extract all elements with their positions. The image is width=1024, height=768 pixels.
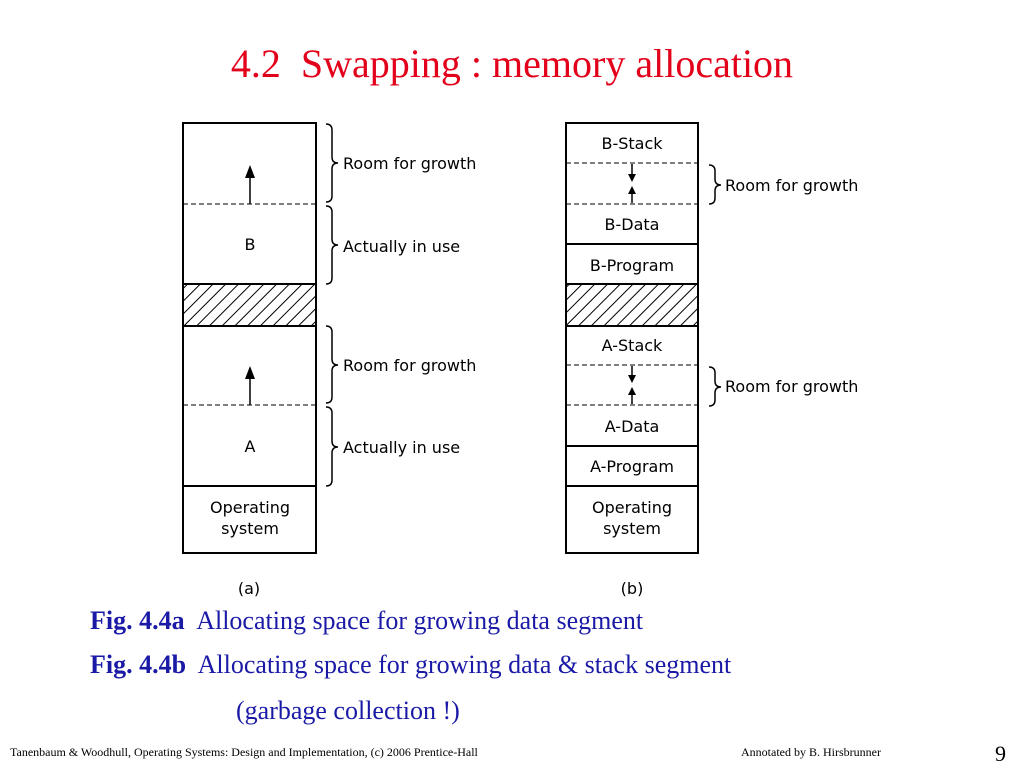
down-arrow-icon <box>628 366 636 383</box>
slide-title: 4.2 Swapping : memory allocation <box>230 41 794 86</box>
curly-brace-icon <box>325 325 339 404</box>
up-arrow-icon <box>628 186 636 203</box>
block-label-b-program: B-Program <box>590 256 674 275</box>
curly-brace-icon <box>708 164 722 205</box>
page-number: 9 <box>995 741 1006 766</box>
memory-allocation-diagram: B A Operating system Room for growth Act… <box>182 122 858 598</box>
caption-fig-4-4b-note: (garbage collection !) <box>236 696 460 725</box>
annotation-actually-in-use: Actually in use <box>343 438 460 457</box>
hatched-unused-region <box>565 283 699 327</box>
diagram-a: B A Operating system Room for growth Act… <box>182 122 476 598</box>
block-label-b: B <box>245 235 256 254</box>
annotation-room-for-growth: Room for growth <box>725 377 858 396</box>
block-label-b-stack: B-Stack <box>601 134 663 153</box>
block-label-os-line1: Operating <box>592 498 672 517</box>
curly-brace-icon <box>708 366 722 407</box>
caption-text: Allocating space for growing data segmen… <box>196 606 644 635</box>
annotation-room-for-growth: Room for growth <box>343 356 476 375</box>
footer-source: Tanenbaum & Woodhull, Operating Systems:… <box>10 745 478 759</box>
curly-brace-icon <box>325 123 339 203</box>
caption-fig-4-4a: Fig. 4.4a Allocating space for growing d… <box>90 606 643 636</box>
block-label-a-stack: A-Stack <box>602 336 663 355</box>
block-label-a-data: A-Data <box>605 417 660 436</box>
down-arrow-icon <box>628 164 636 182</box>
hatched-unused-region <box>182 283 317 327</box>
memory-column-a <box>182 122 317 554</box>
up-arrow-icon <box>245 366 255 405</box>
annotation-actually-in-use: Actually in use <box>343 237 460 256</box>
block-label-os-line2: system <box>221 519 279 538</box>
block-label-a-program: A-Program <box>590 457 674 476</box>
curly-brace-icon <box>325 205 339 285</box>
curly-brace-icon <box>325 406 339 487</box>
diagram-b: B-Stack B-Data B-Program A-Stack A-Data … <box>565 122 858 598</box>
annotation-room-for-growth: Room for growth <box>725 176 858 195</box>
caption-fig-4-4b: Fig. 4.4b Allocating space for growing d… <box>90 650 731 680</box>
up-arrow-icon <box>628 387 636 404</box>
memory-column-b <box>565 122 699 554</box>
diagram-sublabel-a: (a) <box>238 579 260 598</box>
block-label-os-line2: system <box>603 519 661 538</box>
diagram-sublabel-b: (b) <box>621 579 644 598</box>
block-label-os-line1: Operating <box>210 498 290 517</box>
up-arrow-icon <box>245 165 255 204</box>
caption-text: Allocating space for growing data & stac… <box>197 650 732 679</box>
block-label-a: A <box>245 437 256 456</box>
footer-annotated: Annotated by B. Hirsbrunner <box>741 745 881 759</box>
block-label-b-data: B-Data <box>605 215 660 234</box>
annotation-room-for-growth: Room for growth <box>343 154 476 173</box>
caption-label: Fig. 4.4b <box>90 650 187 679</box>
caption-label: Fig. 4.4a <box>90 606 185 635</box>
